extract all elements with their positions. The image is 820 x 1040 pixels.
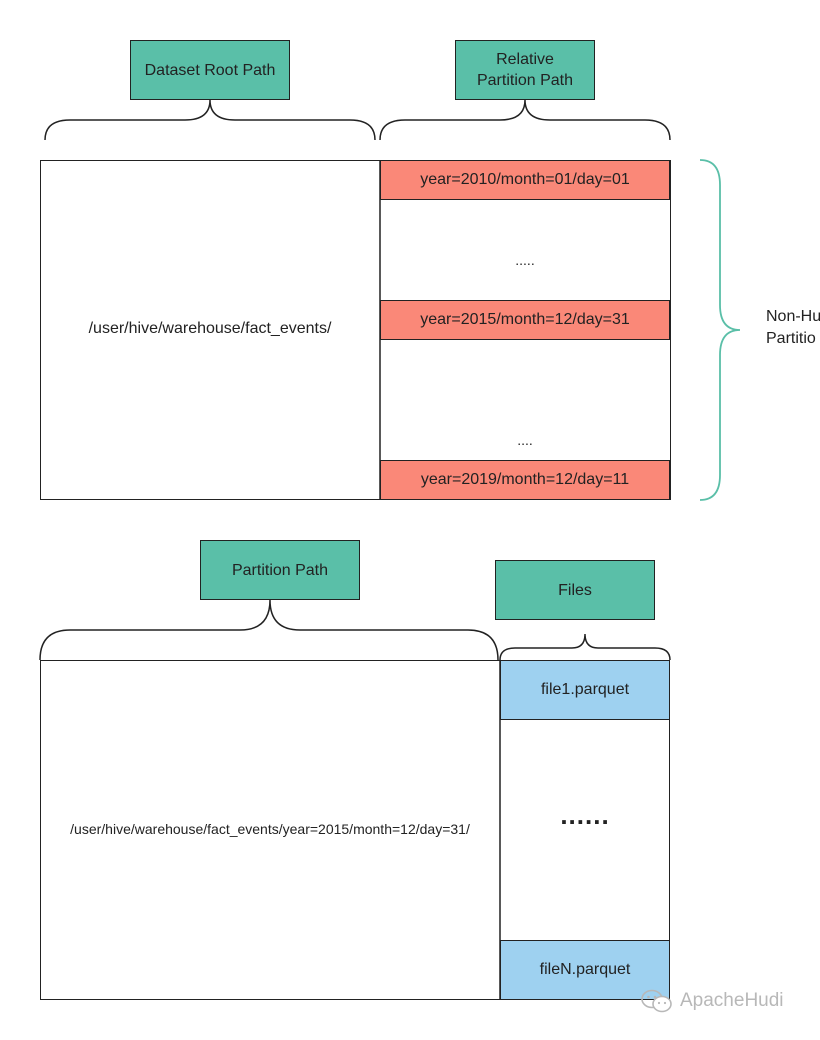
partition-row: year=2015/month=12/day=31	[380, 300, 670, 340]
relative-partition-path-label: Relative Partition Path	[455, 40, 595, 100]
watermark: ApacheHudi	[640, 988, 784, 1014]
side-label-line1: Non-Hu	[766, 308, 820, 325]
dataset-root-path-label: Dataset Root Path	[130, 40, 290, 100]
relative-label-line2: Partition Path	[476, 72, 574, 89]
file-row: fileN.parquet	[500, 940, 670, 1000]
root-path-text: /user/hive/warehouse/fact_events/	[88, 320, 332, 337]
partition-row: year=2010/month=01/day=01	[380, 160, 670, 200]
files-ellipsis: ......	[560, 799, 610, 830]
side-label-line2: Partitio	[766, 330, 816, 347]
partition-path-text: Partition Path	[231, 561, 329, 579]
files-brace	[499, 633, 671, 661]
watermark-text: ApacheHudi	[680, 990, 784, 1011]
non-hudi-partition-label: Non-Hu Partitio	[766, 306, 820, 350]
file-row: file1.parquet	[500, 660, 670, 720]
partition-ellipsis: .....	[380, 240, 670, 280]
wechat-icon	[641, 989, 672, 1013]
partition-row: year=2019/month=12/day=11	[380, 460, 670, 500]
files-text: Files	[558, 581, 592, 599]
non-hudi-brace	[699, 159, 741, 501]
relative-label-line1: Relative	[496, 51, 554, 68]
partition-brace	[39, 599, 499, 661]
partition-ellipsis: ....	[380, 420, 670, 460]
files-label: Files	[495, 560, 655, 620]
partition-path-label: Partition Path	[200, 540, 360, 600]
full-partition-path-text: /user/hive/warehouse/fact_events/year=20…	[70, 821, 470, 837]
relative-brace	[379, 99, 671, 141]
dataset-root-path-text: Dataset Root Path	[144, 61, 276, 79]
root-brace	[44, 99, 376, 141]
